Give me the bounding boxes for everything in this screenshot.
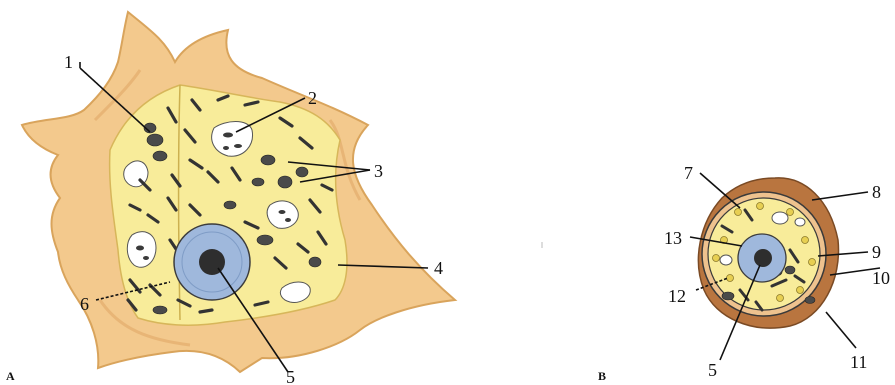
panel-label-a: A: [6, 369, 15, 383]
label-10: 10: [872, 268, 890, 288]
label-1: 1: [64, 52, 73, 72]
label-6: 6: [80, 294, 89, 314]
label-7: 7: [684, 163, 693, 183]
cell-a: [22, 12, 455, 372]
vacuole: [267, 201, 298, 228]
label-12: 12: [668, 286, 686, 306]
label-5: 5: [286, 367, 295, 385]
label-11: 11: [850, 352, 867, 372]
label-13: 13: [664, 228, 682, 248]
label-3: 3: [374, 161, 383, 181]
label-9: 9: [872, 242, 881, 262]
label-8: 8: [872, 182, 881, 202]
label-2: 2: [308, 88, 317, 108]
cell-b-nucleus: [738, 234, 786, 282]
nucleolus: [754, 249, 772, 267]
cell-b: [698, 178, 838, 328]
nucleolus: [199, 249, 225, 275]
cell-a-nucleus: [174, 224, 250, 300]
label-5-b: 5: [708, 360, 717, 380]
label-4: 4: [434, 258, 443, 278]
panel-label-b: B: [598, 369, 606, 383]
